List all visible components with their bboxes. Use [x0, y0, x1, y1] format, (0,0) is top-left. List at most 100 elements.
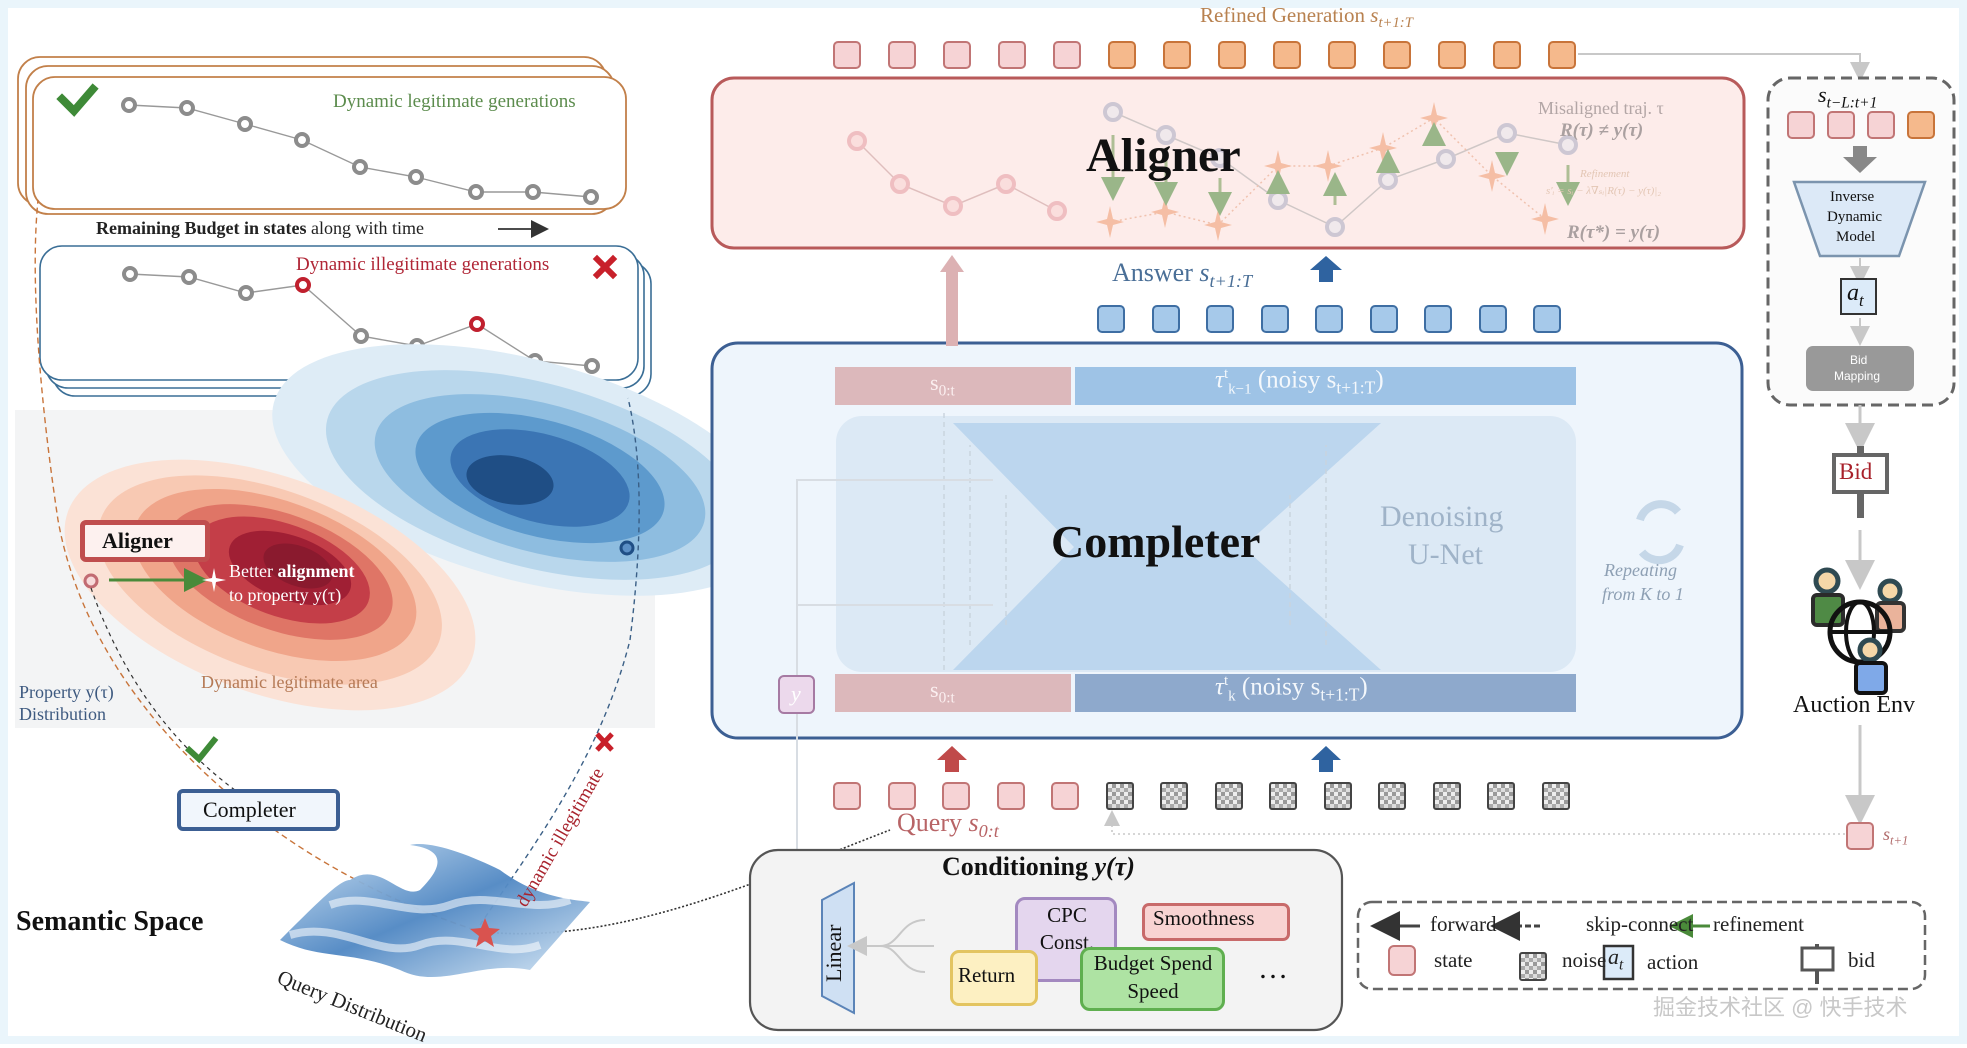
s0t-up-arrow-head [940, 255, 964, 272]
next-state-label: st+1 [1883, 824, 1908, 849]
illegit-dashed-path [479, 397, 640, 926]
query-up-arrow [937, 746, 967, 772]
legit-dashed-path [34, 199, 476, 931]
generated-state-token [1273, 41, 1301, 69]
gray-state-point [1325, 217, 1345, 237]
cross-icon [595, 732, 614, 752]
skip-connect-arrows [943, 412, 1327, 670]
generated-state-token [1493, 41, 1521, 69]
legend-state: state [1434, 948, 1473, 972]
generated-state-token [1328, 41, 1356, 69]
legend-action-icon [1602, 944, 1635, 981]
tau-sup: t [1223, 673, 1229, 689]
unet-hourglass [953, 423, 1381, 670]
state-point [353, 328, 369, 344]
action-token [1840, 278, 1877, 315]
bid-sign-label: Bid [1839, 459, 1873, 484]
auction-env-label: Auction Env [1793, 692, 1915, 718]
refined-generation-idx: t+1:T [1378, 15, 1413, 32]
state-token [888, 41, 916, 69]
query-idx: 0:t [978, 821, 999, 842]
noise-token [1214, 782, 1243, 810]
query-text: Query [897, 808, 962, 837]
legend-state-icon [1388, 945, 1416, 976]
window-next-token [1907, 111, 1935, 139]
check-icon [56, 83, 99, 117]
refined-star-icon [1420, 102, 1448, 134]
generated-state-token [1548, 41, 1576, 69]
noise-token [1160, 782, 1188, 810]
window-state-token [1867, 111, 1895, 139]
tau-sub: k [1228, 688, 1236, 705]
smoothness-label: Smoothness [1153, 906, 1255, 930]
noise-token [1378, 782, 1406, 810]
aligner-label: Aligner [102, 528, 173, 553]
repeat-icon [1636, 500, 1684, 565]
action-sym: a [1847, 280, 1859, 306]
query-star-icon [470, 918, 500, 947]
query-state-token [887, 782, 916, 810]
answer-sym: s [1199, 258, 1210, 287]
tau-k-1-bar [1075, 367, 1576, 405]
noisy-idx: t+1:T [1336, 377, 1376, 398]
tau-k-bar [1075, 674, 1576, 712]
action-label: at [1847, 280, 1864, 311]
answer-token [1533, 305, 1561, 333]
property-label-2: Distribution [19, 704, 107, 724]
query-state-token [833, 782, 861, 810]
idm-label-3: Model [1836, 229, 1876, 245]
legend-action-symbol: at [1608, 944, 1623, 974]
noise-token [1541, 782, 1570, 810]
answer-token [1260, 305, 1289, 333]
gray-state-point [1558, 135, 1578, 155]
generated-state-token [1108, 41, 1136, 69]
return-chip [950, 950, 1038, 1006]
budget-caption: Remaining Budget in states along with ti… [96, 218, 424, 239]
repeat-label-1: Repeating [1604, 560, 1677, 580]
legit-generations-title: Dynamic legitimate generations [333, 91, 576, 112]
next-state-sym: s [1883, 824, 1891, 844]
bid-sign-icon [1832, 446, 1889, 518]
refinement-label: Refinement [1580, 168, 1630, 180]
refined-generation-label: Refined Generation st+1:T [1200, 3, 1413, 32]
repeat-label-2: from K to 1 [1602, 584, 1684, 604]
refined-path [1109, 117, 1546, 226]
answer-token [1151, 305, 1180, 333]
aligner-trajectories [847, 102, 1580, 241]
answer-token [1369, 305, 1398, 333]
query-state-token [1051, 782, 1079, 810]
illegit-point [619, 540, 635, 556]
aligned-star-icon [202, 568, 226, 592]
y-token-label: y [791, 681, 801, 706]
legend-bid: bid [1848, 948, 1875, 972]
noisy-idx: t+1:T [1320, 684, 1360, 705]
completer-small-label: Completer [203, 797, 296, 822]
state-point [237, 116, 253, 132]
noisy-text: (noisy s [1257, 366, 1337, 394]
bid-mapping-block [1806, 346, 1914, 391]
gray-state-point [1436, 149, 1456, 169]
noise-token [1432, 782, 1461, 810]
refined-generation-sym: s [1370, 3, 1379, 27]
s0t-top-label: s0:t [930, 370, 955, 400]
window-state-token [1827, 111, 1855, 139]
legend-action-idx: t [1619, 956, 1624, 974]
illegit-state-point [295, 277, 311, 293]
misaligned-point [83, 573, 99, 589]
r-eq-formula: R(τ*) = y(τ) [1567, 222, 1661, 243]
budget-spend-speed-chip [1080, 947, 1225, 1011]
down-arrow-head [1843, 157, 1877, 173]
query-distribution-surface [280, 844, 590, 978]
next-state-feedback [1104, 810, 1845, 835]
auction-env-icon [1811, 567, 1906, 695]
gray-state-point [1210, 148, 1230, 168]
gray-state-point [1497, 123, 1517, 143]
property-label-1: Property y(τ) [19, 682, 114, 702]
refined-star-icon [1531, 203, 1559, 235]
better-text: Better [229, 561, 273, 581]
completer-title: Completer [1051, 516, 1261, 567]
query-state-token [942, 782, 970, 810]
action-idx: t [1859, 290, 1864, 310]
return-label: Return [958, 963, 1016, 987]
s0t-bottom-label: s0:t [930, 677, 955, 707]
